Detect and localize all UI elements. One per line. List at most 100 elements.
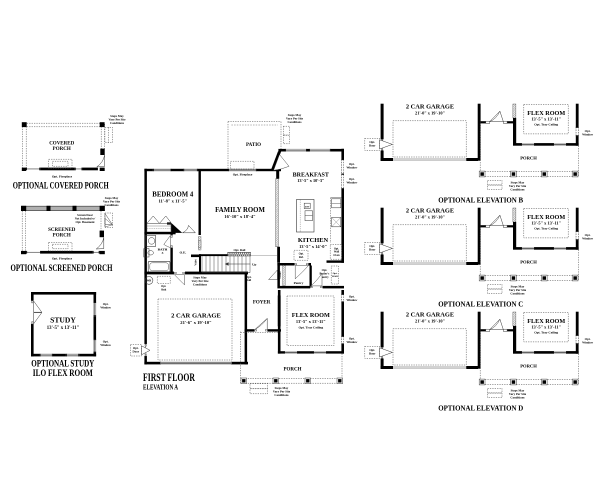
svg-text:Steps May: Steps May [511, 180, 525, 184]
svg-text:PORCH: PORCH [520, 260, 537, 265]
svg-text:Pantry: Pantry [320, 275, 329, 279]
svg-text:BREAKFAST: BREAKFAST [293, 172, 329, 178]
svg-text:Not Included w/: Not Included w/ [75, 216, 96, 220]
svg-text:Vary Per Site: Vary Per Site [192, 279, 210, 283]
svg-text:Opt.: Opt. [133, 346, 139, 350]
svg-text:Vary Per Site: Vary Per Site [103, 200, 121, 204]
svg-text:Steps May: Steps May [193, 275, 207, 279]
svg-text:Door: Door [369, 248, 376, 252]
svg-text:Opt. Tray Ceiling: Opt. Tray Ceiling [534, 331, 558, 335]
svg-text:Opt.: Opt. [585, 233, 591, 237]
svg-text:OPTIONAL ELEVATION C: OPTIONAL ELEVATION C [438, 300, 523, 309]
svg-text:Opt. Tray Ceiling: Opt. Tray Ceiling [534, 227, 558, 231]
svg-text:13'-5" x 13'-11": 13'-5" x 13'-11" [531, 221, 561, 226]
svg-text:2 CAR GARAGE: 2 CAR GARAGE [406, 208, 454, 215]
svg-text:Steps May: Steps May [288, 113, 302, 117]
svg-text:Ref.: Ref. [299, 256, 304, 259]
svg-text:Opt.: Opt. [369, 140, 375, 144]
svg-text:Vary Per Site: Vary Per Site [509, 184, 527, 188]
svg-text:DW: DW [305, 205, 310, 208]
svg-text:Door: Door [369, 352, 376, 356]
svg-text:OPTIONAL STUDY: OPTIONAL STUDY [31, 359, 94, 369]
svg-text:Door: Door [369, 144, 376, 148]
svg-text:KITCHEN: KITCHEN [298, 237, 329, 244]
svg-text:Window: Window [346, 340, 358, 344]
svg-text:Door: Door [133, 350, 140, 354]
svg-text:2 CAR GARAGE: 2 CAR GARAGE [171, 313, 221, 320]
svg-text:PORCH: PORCH [53, 147, 71, 152]
svg-text:Opt.: Opt. [103, 340, 109, 344]
svg-text:2 CAR GARAGE: 2 CAR GARAGE [406, 312, 454, 319]
svg-text:PORCH: PORCH [520, 364, 537, 369]
svg-text:Opt. Tray Ceiling: Opt. Tray Ceiling [534, 123, 558, 127]
svg-text:Opt.: Opt. [299, 253, 304, 256]
svg-text:FLEX ROOM: FLEX ROOM [527, 110, 565, 117]
svg-text:OPTIONAL SCREENED PORCH: OPTIONAL SCREENED PORCH [11, 263, 113, 273]
svg-text:Window: Window [346, 298, 358, 302]
svg-text:13'-5" x 14'-0": 13'-5" x 14'-0" [299, 244, 327, 249]
svg-text:Opt.: Opt. [585, 129, 591, 133]
svg-text:STUDY: STUDY [50, 316, 76, 325]
svg-text:Window: Window [582, 132, 594, 136]
svg-text:Window: Window [346, 181, 358, 185]
svg-text:FAMILY ROOM: FAMILY ROOM [215, 207, 265, 214]
svg-text:Opt.: Opt. [334, 247, 339, 250]
svg-text:Vary Per Site: Vary Per Site [109, 117, 127, 121]
svg-text:Opt.: Opt. [161, 285, 166, 288]
svg-text:Opt.: Opt. [349, 162, 355, 166]
svg-text:13'-5" x 10'-3": 13'-5" x 10'-3" [297, 178, 324, 183]
svg-text:WH: WH [147, 280, 152, 283]
svg-text:Steps May: Steps May [275, 386, 289, 390]
svg-text:FLEX ROOM: FLEX ROOM [292, 312, 330, 319]
svg-text:Vary Per Site: Vary Per Site [286, 117, 304, 121]
svg-text:BATH: BATH [158, 247, 168, 251]
svg-text:Opt. Basement: Opt. Basement [76, 220, 95, 224]
svg-text:Conditions: Conditions [110, 121, 125, 125]
svg-text:13'-5" x 13'-11": 13'-5" x 13'-11" [47, 326, 80, 331]
svg-text:Conditions: Conditions [287, 120, 302, 124]
svg-text:Opt.: Opt. [322, 268, 328, 272]
svg-text:Opt.: Opt. [369, 244, 375, 248]
svg-text:Conditions: Conditions [274, 393, 289, 397]
svg-text:Opt. Fireplace: Opt. Fireplace [52, 256, 73, 260]
svg-text:Sink: Sink [161, 288, 167, 291]
svg-text:21'-0" x 19'-10": 21'-0" x 19'-10" [415, 214, 445, 219]
svg-text:BEDROOM 4: BEDROOM 4 [152, 191, 194, 198]
svg-text:OPTIONAL COVERED PORCH: OPTIONAL COVERED PORCH [13, 181, 109, 191]
svg-text:Window: Window [346, 166, 358, 170]
svg-text:Opt.: Opt. [349, 294, 355, 298]
svg-text:Steps May: Steps May [110, 114, 124, 118]
svg-text:Opt.: Opt. [585, 337, 591, 341]
svg-text:Butler's: Butler's [320, 272, 331, 276]
svg-text:Steps May: Steps May [105, 196, 119, 200]
svg-text:Window: Window [100, 343, 112, 347]
svg-text:Opt.: Opt. [349, 336, 355, 340]
svg-text:FOYER: FOYER [253, 300, 271, 305]
svg-text:Opt. Tray Ceiling: Opt. Tray Ceiling [298, 326, 323, 330]
svg-text:13'-5" x 13'-11": 13'-5" x 13'-11" [296, 319, 326, 324]
svg-text:ELEVATION A: ELEVATION A [143, 385, 178, 392]
svg-text:Wall: Wall [334, 251, 340, 254]
svg-text:Vary Per Site: Vary Per Site [509, 288, 527, 292]
svg-text:Window: Window [582, 340, 594, 344]
svg-text:Conditions: Conditions [510, 395, 525, 399]
svg-text:Conditions: Conditions [104, 203, 119, 207]
svg-text:Window: Window [582, 236, 594, 240]
svg-text:Opt.: Opt. [246, 275, 252, 279]
svg-text:Opt. Rail: Opt. Rail [233, 248, 245, 252]
svg-text:16'-10" x 18'-4": 16'-10" x 18'-4" [224, 214, 256, 219]
svg-text:Pantry: Pantry [294, 281, 304, 285]
svg-text:Oven: Oven [333, 254, 340, 257]
svg-text:W&D: W&D [332, 275, 339, 278]
svg-text:Vary Per Site: Vary Per Site [273, 390, 291, 394]
svg-text:Conditions: Conditions [193, 282, 208, 286]
svg-text:2 CAR GARAGE: 2 CAR GARAGE [406, 104, 454, 111]
svg-text:COVERED: COVERED [49, 142, 74, 147]
svg-text:Opt.: Opt. [349, 177, 355, 181]
svg-text:PORCH: PORCH [520, 156, 537, 161]
svg-text:FLEX ROOM: FLEX ROOM [527, 214, 565, 221]
svg-text:13'-5" x 13'-11": 13'-5" x 13'-11" [531, 117, 561, 122]
svg-text:Rail: Rail [246, 278, 251, 282]
svg-text:Opt. Fireplace: Opt. Fireplace [233, 172, 253, 176]
svg-text:PATIO: PATIO [246, 143, 261, 148]
